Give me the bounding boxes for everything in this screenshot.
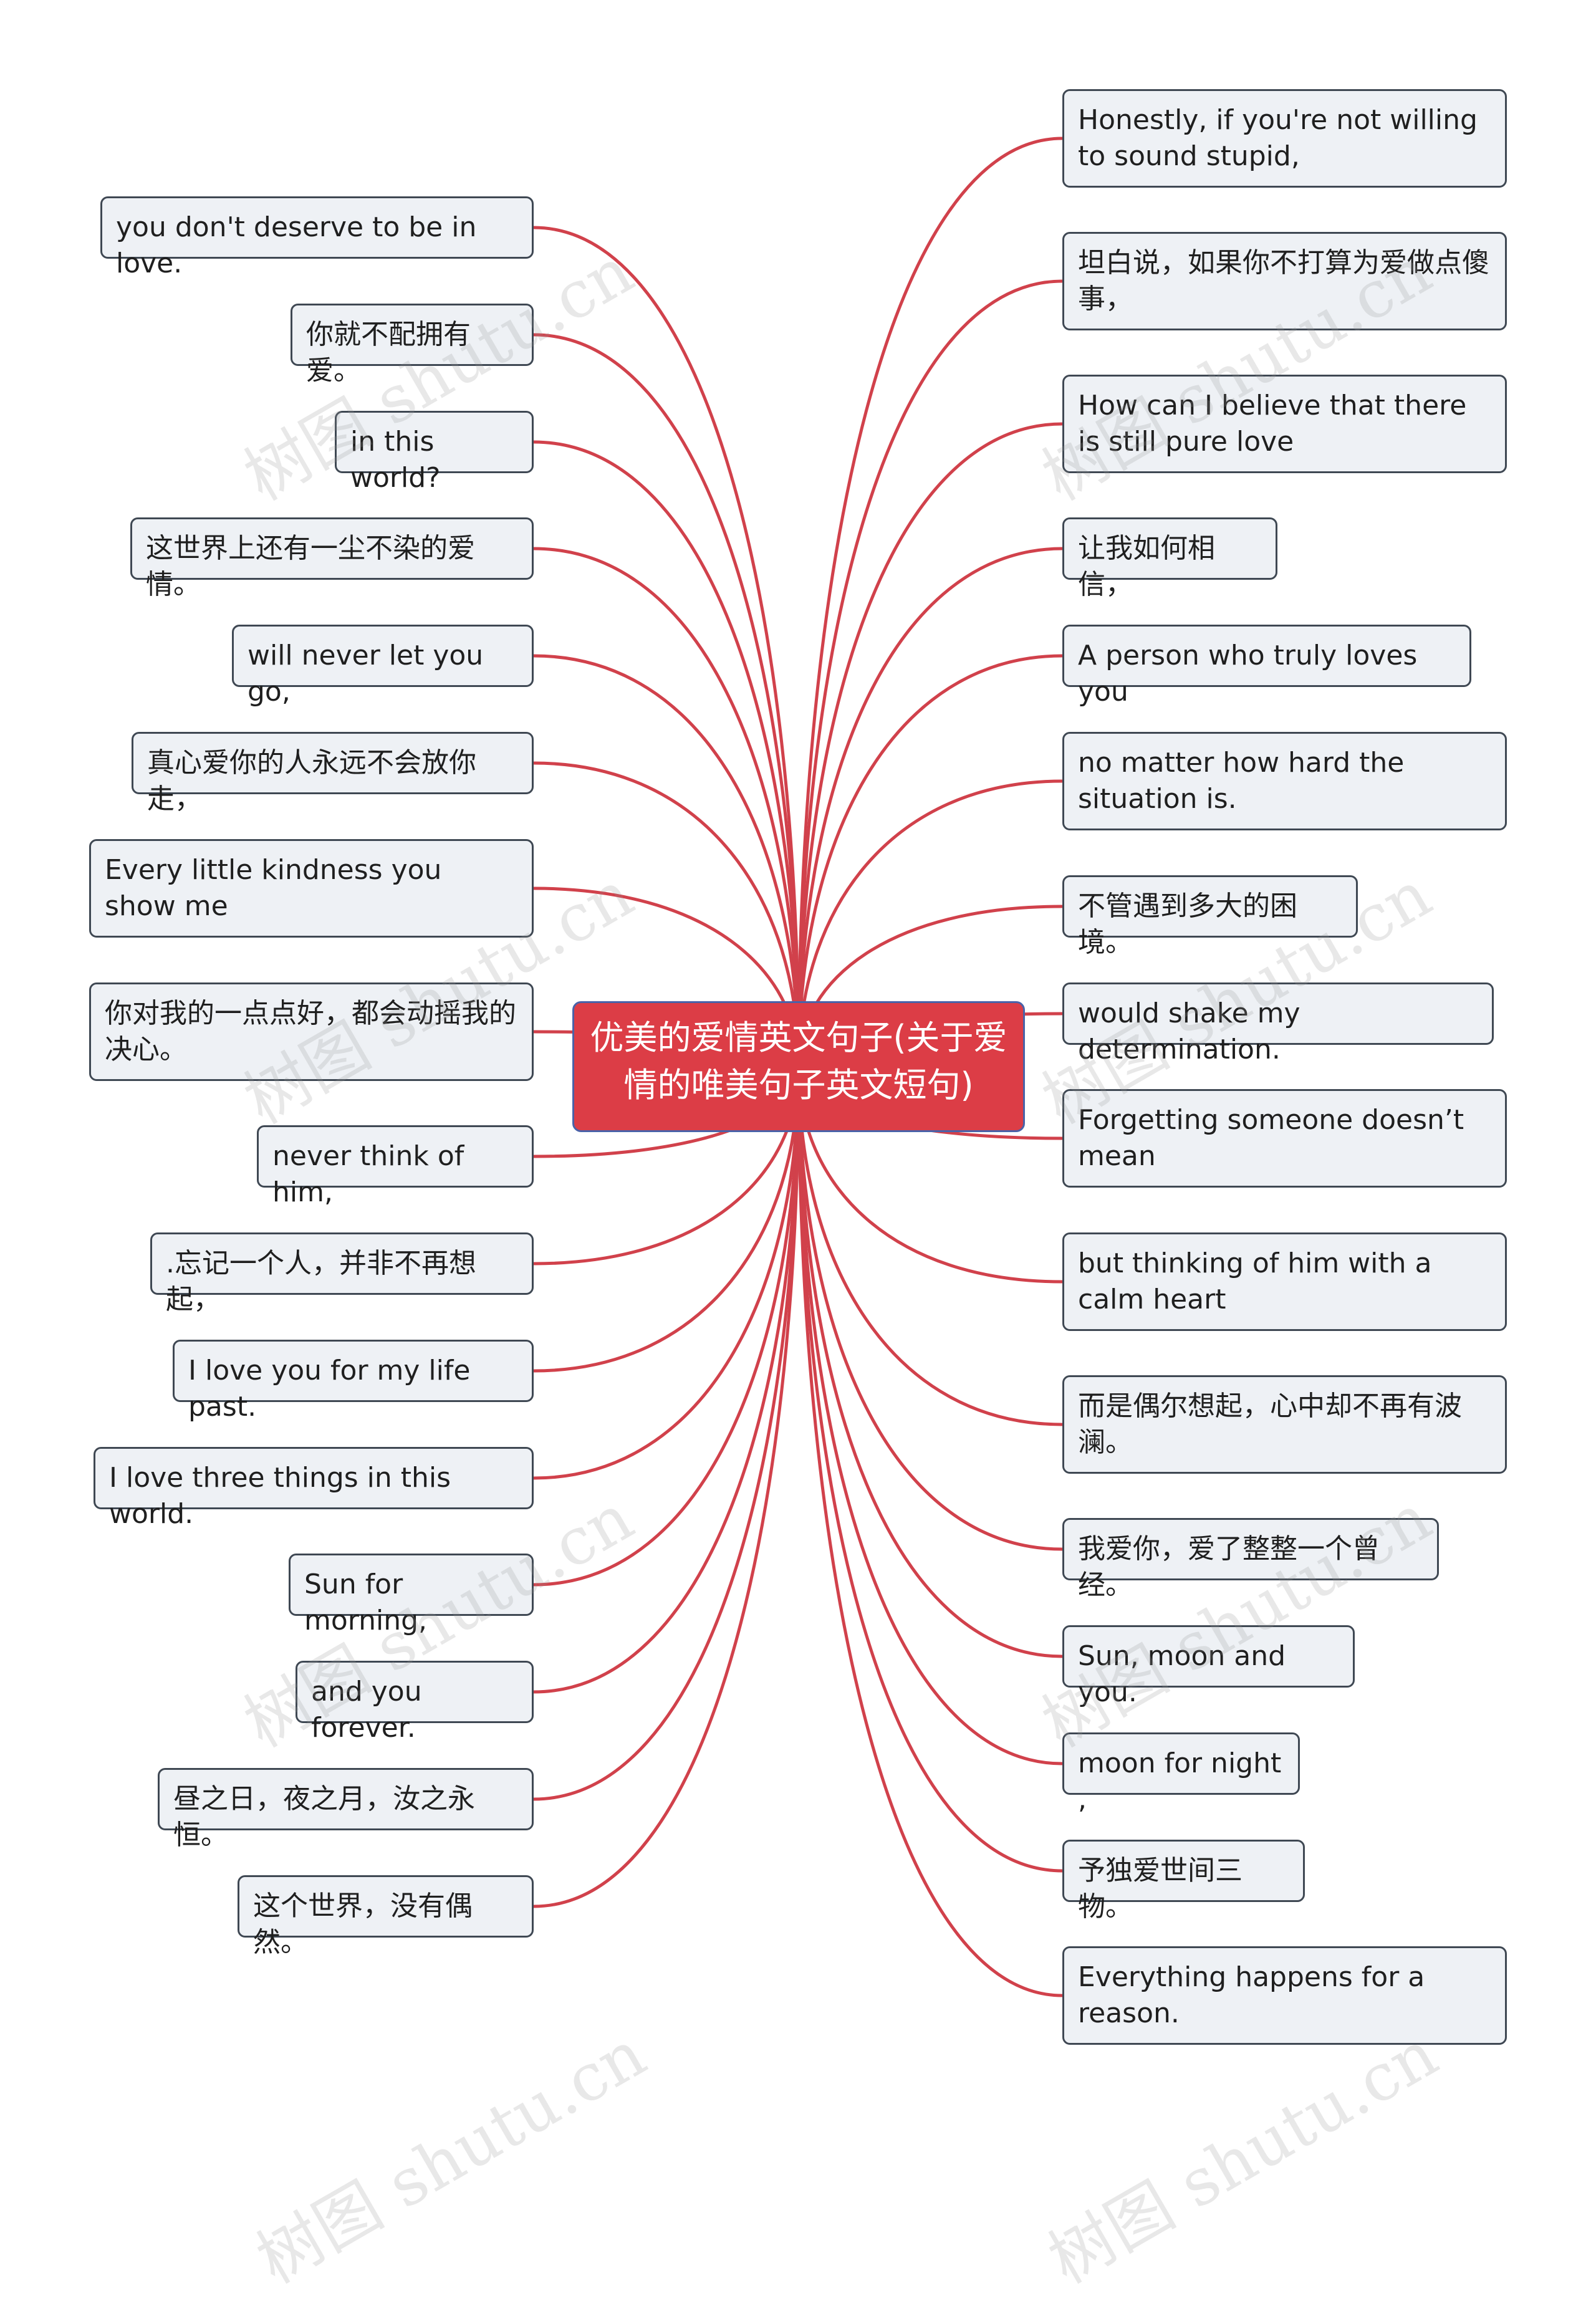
right-node[interactable]: A person who truly loves you <box>1062 625 1471 708</box>
right-connector <box>797 137 1063 1067</box>
left-node[interactable]: 这世界上还有一尘不染的爱情。 <box>130 517 534 600</box>
left-node[interactable]: 真心爱你的人永远不会放你走， <box>132 732 534 815</box>
right-node[interactable]: 而是偶尔想起，心中却不再有波澜。 <box>1062 1375 1507 1474</box>
left-connector <box>533 1066 800 1480</box>
left-connector <box>533 547 800 1067</box>
central-topic-label: 优美的爱情英文句子(关于爱情的唯美句子英文短句) <box>590 1018 1007 1105</box>
left-connector <box>533 654 800 1067</box>
right-node[interactable]: 我爱你，爱了整整一个曾经。 <box>1062 1518 1439 1601</box>
node-label: A person who truly loves you <box>1078 640 1418 708</box>
node-label: .忘记一个人，并非不再想起， <box>166 1247 476 1315</box>
node-label: Sun for morning, <box>304 1568 428 1636</box>
right-connector <box>797 279 1063 1067</box>
node-label: Every little kindness you show me <box>105 854 442 922</box>
node-label: no matter how hard the situation is. <box>1078 747 1405 815</box>
left-node[interactable]: I love three things in this world. <box>94 1447 534 1530</box>
node-label: Everything happens for a reason. <box>1078 1961 1425 2029</box>
node-label: 我爱你，爱了整整一个曾经。 <box>1078 1533 1380 1601</box>
node-label: 你就不配拥有爱。 <box>306 319 471 387</box>
left-connector <box>533 226 800 1067</box>
right-node[interactable]: Forgetting someone doesn’t mean <box>1062 1089 1507 1188</box>
node-label: 让我如何相信， <box>1078 532 1215 600</box>
node-label: 不管遇到多大的困境。 <box>1078 890 1297 958</box>
right-node[interactable]: 不管遇到多大的困境。 <box>1062 875 1358 958</box>
left-connector <box>533 761 800 1067</box>
node-label: 真心爱你的人永远不会放你走， <box>147 747 476 815</box>
right-node[interactable]: How can I believe that there is still pu… <box>1062 375 1507 473</box>
right-node[interactable]: no matter how hard the situation is. <box>1062 732 1507 830</box>
right-connector <box>797 1066 1063 1873</box>
right-node[interactable]: 予独爱世间三物。 <box>1062 1840 1305 1923</box>
node-label: would shake my determination. <box>1078 997 1300 1065</box>
left-node[interactable]: never think of him, <box>257 1125 534 1208</box>
right-connector <box>797 1066 1063 1426</box>
left-node[interactable]: you don't deserve to be in love. <box>100 196 534 279</box>
left-node[interactable]: 这个世界，没有偶然。 <box>238 1875 534 1958</box>
right-node[interactable]: Everything happens for a reason. <box>1062 1946 1507 2045</box>
node-label: I love three things in this world. <box>109 1462 451 1530</box>
node-label: 而是偶尔想起，心中却不再有波澜。 <box>1078 1390 1462 1458</box>
right-node[interactable]: Sun, moon and you. <box>1062 1625 1355 1708</box>
node-label: never think of him, <box>272 1140 464 1208</box>
right-node[interactable]: 坦白说，如果你不打算为爱做点傻事， <box>1062 232 1507 330</box>
node-label: Honestly, if you're not willing to sound… <box>1078 104 1478 172</box>
left-connector <box>533 440 800 1067</box>
node-label: 这世界上还有一尘不染的爱情。 <box>146 532 475 600</box>
node-label: How can I believe that there is still pu… <box>1078 390 1467 458</box>
node-label: 坦白说，如果你不打算为爱做点傻事， <box>1078 247 1489 315</box>
node-label: 予独爱世间三物。 <box>1078 1855 1243 1923</box>
mind-map-canvas: 优美的爱情英文句子(关于爱情的唯美句子英文短句) you don't deser… <box>89 89 1507 2298</box>
central-topic[interactable]: 优美的爱情英文句子(关于爱情的唯美句子英文短句) <box>572 1001 1025 1132</box>
right-connector <box>797 654 1063 1067</box>
node-label: 昼之日，夜之月，汝之永恒。 <box>173 1783 475 1851</box>
node-label: I love you for my life past. <box>188 1355 471 1423</box>
right-node[interactable]: but thinking of him with a calm heart <box>1062 1232 1507 1331</box>
right-connector <box>797 1066 1063 1997</box>
node-label: 你对我的一点点好，都会动摇我的决心。 <box>105 997 516 1065</box>
left-node[interactable]: Sun for morning, <box>289 1554 534 1636</box>
node-label: 这个世界，没有偶然。 <box>253 1890 473 1958</box>
connector-layer <box>533 137 1063 1997</box>
left-connector <box>533 1066 800 1587</box>
left-node[interactable]: 你对我的一点点好，都会动摇我的决心。 <box>89 982 534 1081</box>
left-node[interactable]: 昼之日，夜之月，汝之永恒。 <box>158 1768 534 1851</box>
node-label: but thinking of him with a calm heart <box>1078 1247 1432 1315</box>
right-node[interactable]: would shake my determination. <box>1062 982 1494 1065</box>
node-label: Forgetting someone doesn’t mean <box>1078 1104 1464 1172</box>
left-connector <box>533 333 800 1067</box>
left-node[interactable]: I love you for my life past. <box>173 1340 534 1423</box>
node-label: moon for night , <box>1078 1747 1282 1815</box>
left-node[interactable]: and you forever. <box>296 1661 534 1744</box>
left-connector <box>533 1066 800 1801</box>
left-connector <box>533 1066 800 1694</box>
left-connector <box>533 1066 800 1908</box>
left-node[interactable]: will never let you go, <box>232 625 534 708</box>
left-node[interactable]: .忘记一个人，并非不再想起， <box>150 1232 534 1315</box>
node-label: will never let you go, <box>248 640 484 708</box>
right-connector <box>797 1066 1063 1658</box>
left-node[interactable]: 你就不配拥有爱。 <box>291 304 534 387</box>
node-label: you don't deserve to be in love. <box>116 211 477 279</box>
node-label: and you forever. <box>311 1676 422 1744</box>
right-connector <box>797 422 1063 1067</box>
node-label: in this world? <box>350 426 441 494</box>
left-node[interactable]: Every little kindness you show me <box>89 839 534 938</box>
right-node[interactable]: Honestly, if you're not willing to sound… <box>1062 89 1507 188</box>
right-node[interactable]: 让我如何相信， <box>1062 517 1277 600</box>
right-connector <box>797 1066 1063 1765</box>
right-connector <box>797 1066 1063 1551</box>
left-node[interactable]: in this world? <box>335 411 534 494</box>
left-connector <box>533 1066 800 1373</box>
right-node[interactable]: moon for night , <box>1062 1732 1300 1815</box>
node-label: Sun, moon and you. <box>1078 1640 1286 1708</box>
right-connector <box>797 547 1063 1067</box>
